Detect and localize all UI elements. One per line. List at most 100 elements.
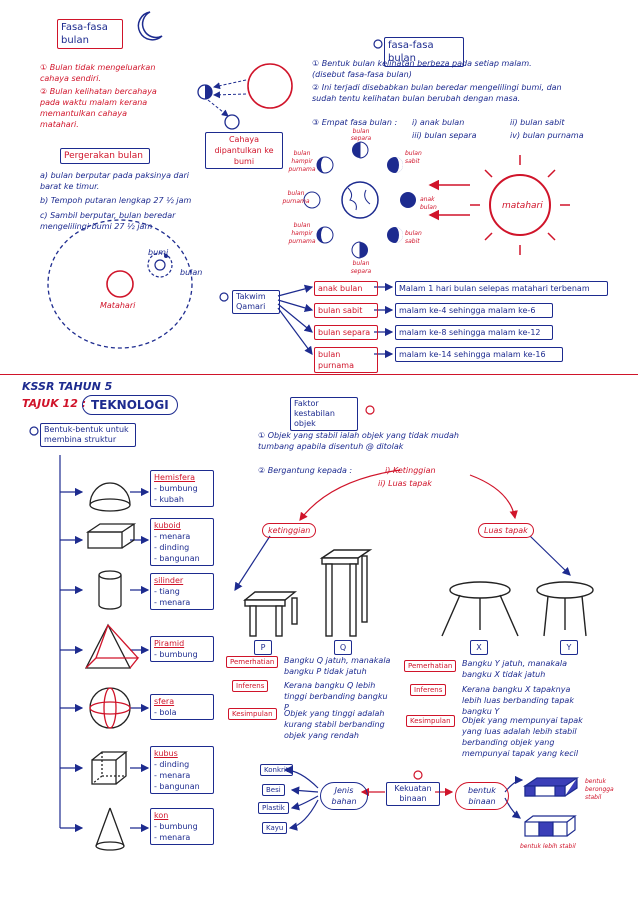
takwim-phase-4: bulan purnama (314, 347, 378, 373)
left-inferens-label: Inferens (232, 680, 269, 692)
shape-kuboid: kuboid - menara- dinding- bangunan (150, 518, 214, 566)
right-inferens: Kerana bangku X tapaknya lebih luas berb… (462, 685, 574, 716)
motion-b: b) Tempoh putaran lengkap 27 ½ jam (40, 196, 192, 205)
sun-label: matahari (502, 201, 543, 211)
phase-label-bottom: bulan separa (350, 260, 372, 275)
takwim-phase-2: bulan sabit (314, 303, 378, 318)
moon-phases-diagram (303, 141, 470, 259)
phase-label-bottom-right: bulan sabit (405, 230, 422, 245)
right-pemerhatian: Bangku Y jatuh, manakala bangku X tidak … (462, 659, 568, 679)
label-x: X (470, 640, 488, 655)
lightbulb-icon (29, 39, 423, 780)
label-matahari: Matahari (100, 301, 136, 310)
label-q: Q (334, 640, 352, 655)
shape-kubus: kubus - dinding- menara- bangunan (150, 746, 214, 794)
takwim-desc-2: malam ke-4 sehingga malam ke-6 (395, 303, 553, 318)
moon-reflection-diagram (197, 63, 293, 130)
phase-label-left: bulan purnama (282, 190, 310, 205)
label-bulan: bulan (180, 268, 203, 277)
hollow-blocks (523, 777, 579, 797)
phase-label-bottom-left: bulan hampir purnama (288, 222, 316, 245)
stool-q (319, 549, 373, 637)
label-p: P (254, 640, 272, 655)
phase-label-top-left: bulan hampir purnama (288, 150, 316, 173)
material-konkrit: Konkrit (260, 764, 293, 776)
title-fasa-fasa-bulan: Fasa-fasa bulan (57, 19, 123, 49)
material-kayu: Kayu (262, 822, 288, 834)
phase-label-top-right: bulan sabit (405, 150, 422, 165)
left-pemerhatian: Bangku Q jatuh, manakala bangku P tidak … (284, 656, 391, 676)
material-plastik: Plastik (258, 802, 289, 814)
material-besi: Besi (262, 784, 285, 796)
label-y: Y (560, 640, 578, 655)
stool-x (441, 581, 519, 637)
left-kesimpulan: Objek yang tinggi adalah kurang stabil b… (284, 709, 385, 740)
takwim-desc-4: malam ke-14 sehingga malam ke-16 (395, 347, 563, 362)
shape-piramid: Piramid - bumbung (150, 636, 214, 662)
takwim-desc-1: Malam 1 hari bulan selepas matahari terb… (395, 281, 608, 296)
left-inferens: Kerana bangku Q lebih tinggi berbanding … (284, 681, 388, 712)
note-2: ② Bulan kelihatan bercahaya pada waktu m… (40, 87, 157, 129)
factor-1: ① Objek yang stabil ialah objek yang tid… (258, 431, 459, 451)
phase-list-2: ii) bulan sabit (510, 118, 565, 127)
factor-title: Faktor kestabilan objek (290, 397, 358, 431)
sun-drawing (470, 155, 570, 255)
factor-arrows (234, 469, 571, 592)
takwim-title: Takwim Qamari (232, 290, 280, 314)
shapes-tree (59, 455, 150, 833)
caption-reflected-light: Cahaya dipantulkan ke bumi (205, 132, 283, 169)
hemisphere-shape (89, 482, 131, 512)
point-2: ② Ini terjadi disebabkan bulan beredar m… (312, 83, 562, 103)
takwim-phase-3: bulan separa (314, 325, 378, 340)
motion-a: a) bulan berputar pada paksinya dari bar… (40, 171, 190, 191)
right-pemerhatian-label: Pemerhatian (404, 660, 457, 672)
bubble-jenis-bahan: Jenis bahan (320, 782, 368, 810)
orbit-diagram (47, 219, 193, 349)
stable-blocks (524, 815, 577, 837)
cone-shape (95, 807, 125, 851)
cuboid-shape (85, 523, 137, 549)
label-bentuk-lebih-stabil: bentuk lebih stabil (520, 843, 576, 850)
bubble-ketinggian: ketinggian (262, 523, 317, 538)
bubble-bentuk-binaan: bentuk binaan (455, 782, 509, 810)
crescent-moon-icon (137, 11, 163, 41)
label-bentuk-berongga: bentuk berongga stabil (585, 778, 614, 801)
phase-list-4: iv) bulan purnama (510, 131, 584, 140)
stool-y (536, 581, 594, 637)
header-kssr: KSSR TAHUN 5 (22, 380, 113, 393)
section-divider (0, 374, 638, 375)
phase-list-1: i) anak bulan (412, 118, 465, 127)
right-kesimpulan: Objek yang mempunyai tapak yang luas ada… (462, 716, 583, 758)
takwim-arrows (277, 282, 394, 359)
title-fasa-fasa-bulan-right: fasa-fasa bulan (384, 37, 464, 67)
header-tajuk: TAJUK 12 : (22, 397, 87, 410)
phase-list-3: iii) bulan separa (412, 131, 477, 140)
takwim-desc-3: malam ke-8 sehingga malam ke-12 (395, 325, 553, 340)
shape-kon: kon - bumbung- menara (150, 808, 214, 845)
header-teknologi: TEKNOLOGI (82, 395, 178, 415)
section-pergerakan-bulan: Pergerakan bulan (60, 148, 150, 164)
right-inferens-label: Inferens (410, 684, 447, 696)
cylinder-shape (98, 570, 122, 610)
sphere-shape (89, 687, 131, 729)
pyramid-shape (84, 623, 140, 669)
phase-label-right: anak bulan (420, 196, 437, 211)
factor-2a: i) Ketinggian (385, 466, 436, 475)
cube-shape (91, 751, 128, 785)
note-1: ① Bulan tidak mengeluarkan cahaya sendir… (40, 63, 156, 83)
point-1: ① Bentuk bulan kelihatan berbeza pada se… (312, 59, 532, 79)
mindmap-arrows (283, 765, 524, 831)
shape-hemisfera: Hemisfera - bumbung- kubah (150, 470, 214, 507)
phase-label-top: bulan separa (350, 128, 372, 142)
factor-2: ② Bergantung kepada : (258, 466, 353, 475)
label-bumi: bumi (148, 248, 169, 257)
bubble-luas-tapak: Luas tapak (478, 523, 534, 538)
left-kesimpulan-label: Kesimpulan (228, 708, 277, 720)
stool-p (243, 591, 298, 637)
shape-silinder: silinder - tiang- menara (150, 573, 214, 610)
left-pemerhatian-label: Pemerhatian (226, 656, 279, 668)
right-kesimpulan-label: Kesimpulan (406, 715, 455, 727)
shapes-title: Bentuk-bentuk untuk membina struktur (40, 423, 136, 447)
kekuatan-binaan: Kekuatan binaan (386, 782, 440, 806)
